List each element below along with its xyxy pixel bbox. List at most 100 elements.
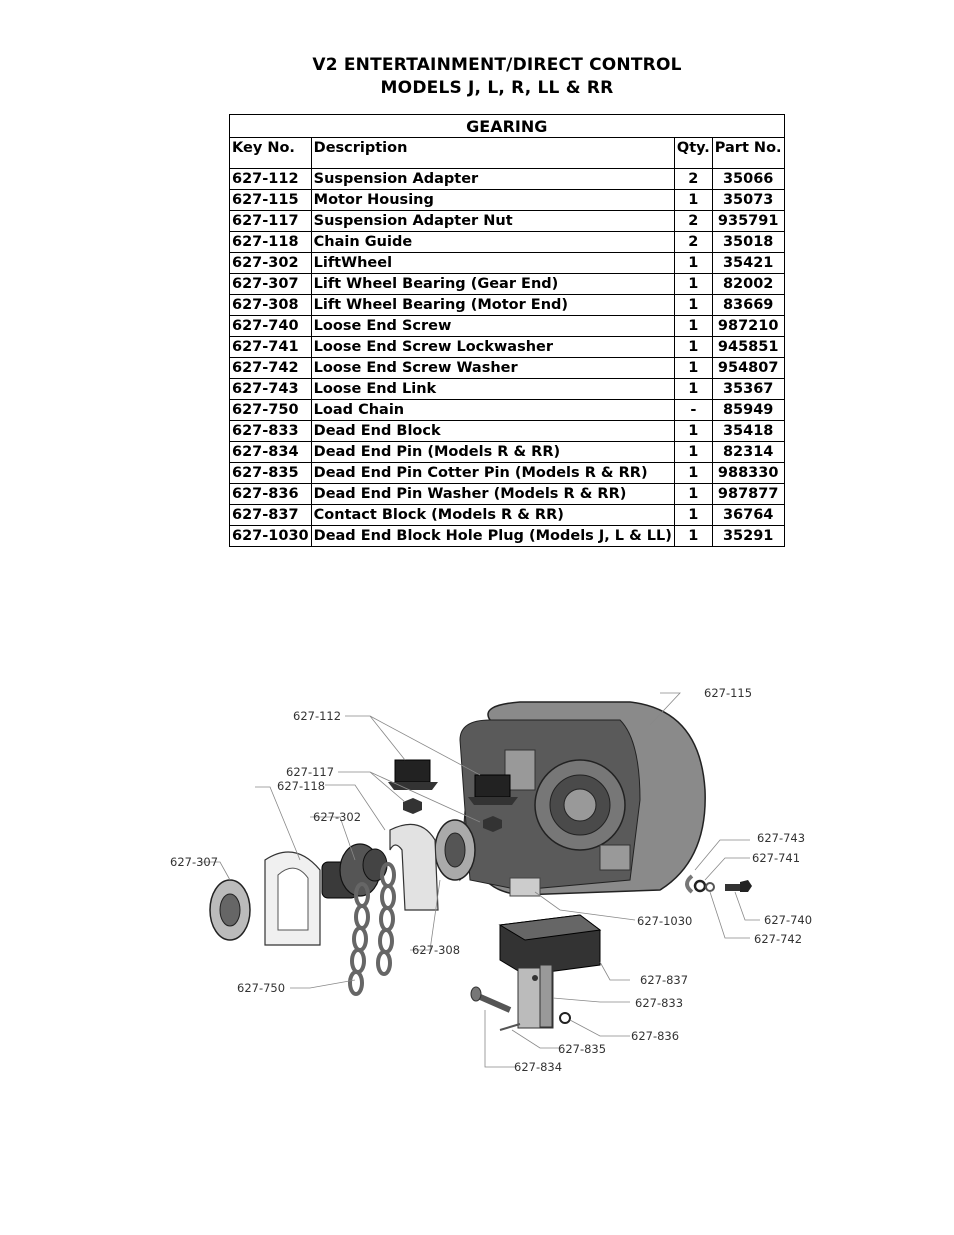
label-627-833: 627-833 xyxy=(635,996,683,1010)
hole-plug-illustration xyxy=(509,877,541,897)
column-header-qty: Qty. xyxy=(673,137,713,169)
label-627-750: 627-750 xyxy=(237,981,285,995)
key-cell: 627-308 xyxy=(229,294,312,316)
dead-end-pin-washer-illustration xyxy=(559,1012,571,1024)
part-number-cell: 935791 xyxy=(711,210,785,232)
description-cell: Lift Wheel Bearing (Motor End) xyxy=(310,294,675,316)
description-cell: Dead End Pin Cotter Pin (Models R & RR) xyxy=(310,462,675,484)
label-627-835: 627-835 xyxy=(558,1042,606,1056)
description-cell: Dead End Pin Washer (Models R & RR) xyxy=(310,483,675,505)
document-subtitle: MODELS J, L, R, LL & RR xyxy=(380,78,614,98)
label-627-302: 627-302 xyxy=(313,810,361,824)
key-cell: 627-836 xyxy=(229,483,312,505)
qty-cell: 1 xyxy=(673,336,713,358)
key-cell: 627-743 xyxy=(229,378,312,400)
label-627-308: 627-308 xyxy=(412,943,460,957)
description-cell: LiftWheel xyxy=(310,252,675,274)
part-number-cell: 82002 xyxy=(711,273,785,295)
label-627-1030: 627-1030 xyxy=(637,914,692,928)
qty-cell: 1 xyxy=(673,504,713,526)
key-cell: 627-750 xyxy=(229,399,312,421)
description-cell: Loose End Screw Lockwasher xyxy=(310,336,675,358)
qty-cell: 1 xyxy=(673,525,713,547)
qty-cell: 1 xyxy=(673,441,713,463)
description-cell: Load Chain xyxy=(310,399,675,421)
part-number-cell: 945851 xyxy=(711,336,785,358)
key-cell: 627-835 xyxy=(229,462,312,484)
column-header-part: Part No. xyxy=(711,137,785,169)
suspension-adapter-illustration xyxy=(388,759,518,805)
part-number-cell: 35418 xyxy=(711,420,785,442)
part-number-cell: 35291 xyxy=(711,525,785,547)
chain-guide-illustration xyxy=(264,823,439,946)
label-627-307: 627-307 xyxy=(170,855,218,869)
qty-cell: 1 xyxy=(673,357,713,379)
key-cell: 627-741 xyxy=(229,336,312,358)
qty-cell: - xyxy=(673,399,713,421)
label-627-115: 627-115 xyxy=(704,686,752,700)
label-627-836: 627-836 xyxy=(631,1029,679,1043)
loose-end-parts-illustration xyxy=(685,874,752,894)
part-number-cell: 954807 xyxy=(711,357,785,379)
key-cell: 627-115 xyxy=(229,189,312,211)
description-cell: Lift Wheel Bearing (Gear End) xyxy=(310,273,675,295)
part-number-cell: 987877 xyxy=(711,483,785,505)
part-number-cell: 36764 xyxy=(711,504,785,526)
dead-end-pin-illustration xyxy=(470,986,512,1013)
qty-cell: 2 xyxy=(673,210,713,232)
key-cell: 627-302 xyxy=(229,252,312,274)
qty-cell: 1 xyxy=(673,189,713,211)
qty-cell: 2 xyxy=(673,168,713,190)
cotter-pin-illustration xyxy=(499,1023,521,1031)
exploded-parts-diagram: 627-112 627-115 627-117 627-118 627-302 … xyxy=(170,686,812,1074)
key-cell: 627-117 xyxy=(229,210,312,232)
key-cell: 627-112 xyxy=(229,168,312,190)
lift-wheel-illustration xyxy=(321,843,388,899)
description-cell: Loose End Screw xyxy=(310,315,675,337)
description-cell: Chain Guide xyxy=(310,231,675,253)
part-number-cell: 35367 xyxy=(711,378,785,400)
description-cell: Dead End Block xyxy=(310,420,675,442)
label-627-743: 627-743 xyxy=(757,831,805,845)
key-cell: 627-833 xyxy=(229,420,312,442)
label-627-741: 627-741 xyxy=(752,851,800,865)
document-title: V2 ENTERTAINMENT/DIRECT CONTROL xyxy=(312,55,682,75)
column-header-description: Description xyxy=(310,137,675,169)
dead-end-block-illustration xyxy=(517,964,554,1029)
description-cell: Motor Housing xyxy=(310,189,675,211)
qty-cell: 1 xyxy=(673,294,713,316)
suspension-adapter-nut-illustration xyxy=(403,798,502,832)
qty-cell: 1 xyxy=(673,378,713,400)
motor-housing-illustration xyxy=(459,701,706,896)
qty-cell: 1 xyxy=(673,462,713,484)
qty-cell: 1 xyxy=(673,273,713,295)
qty-cell: 2 xyxy=(673,231,713,253)
label-627-740: 627-740 xyxy=(764,913,812,927)
key-cell: 627-118 xyxy=(229,231,312,253)
part-number-cell: 35421 xyxy=(711,252,785,274)
label-627-834: 627-834 xyxy=(514,1060,562,1074)
label-627-117: 627-117 xyxy=(286,765,334,779)
key-cell: 627-1030 xyxy=(229,525,312,547)
gearing-parts-table: GEARING Key No. Description Qty. Part No… xyxy=(229,114,785,547)
bearing-gear-end-illustration xyxy=(209,879,251,941)
part-number-cell: 83669 xyxy=(711,294,785,316)
key-cell: 627-834 xyxy=(229,441,312,463)
qty-cell: 1 xyxy=(673,420,713,442)
column-header-key: Key No. xyxy=(229,137,312,169)
description-cell: Suspension Adapter xyxy=(310,168,675,190)
description-cell: Dead End Pin (Models R & RR) xyxy=(310,441,675,463)
part-number-cell: 85949 xyxy=(711,399,785,421)
